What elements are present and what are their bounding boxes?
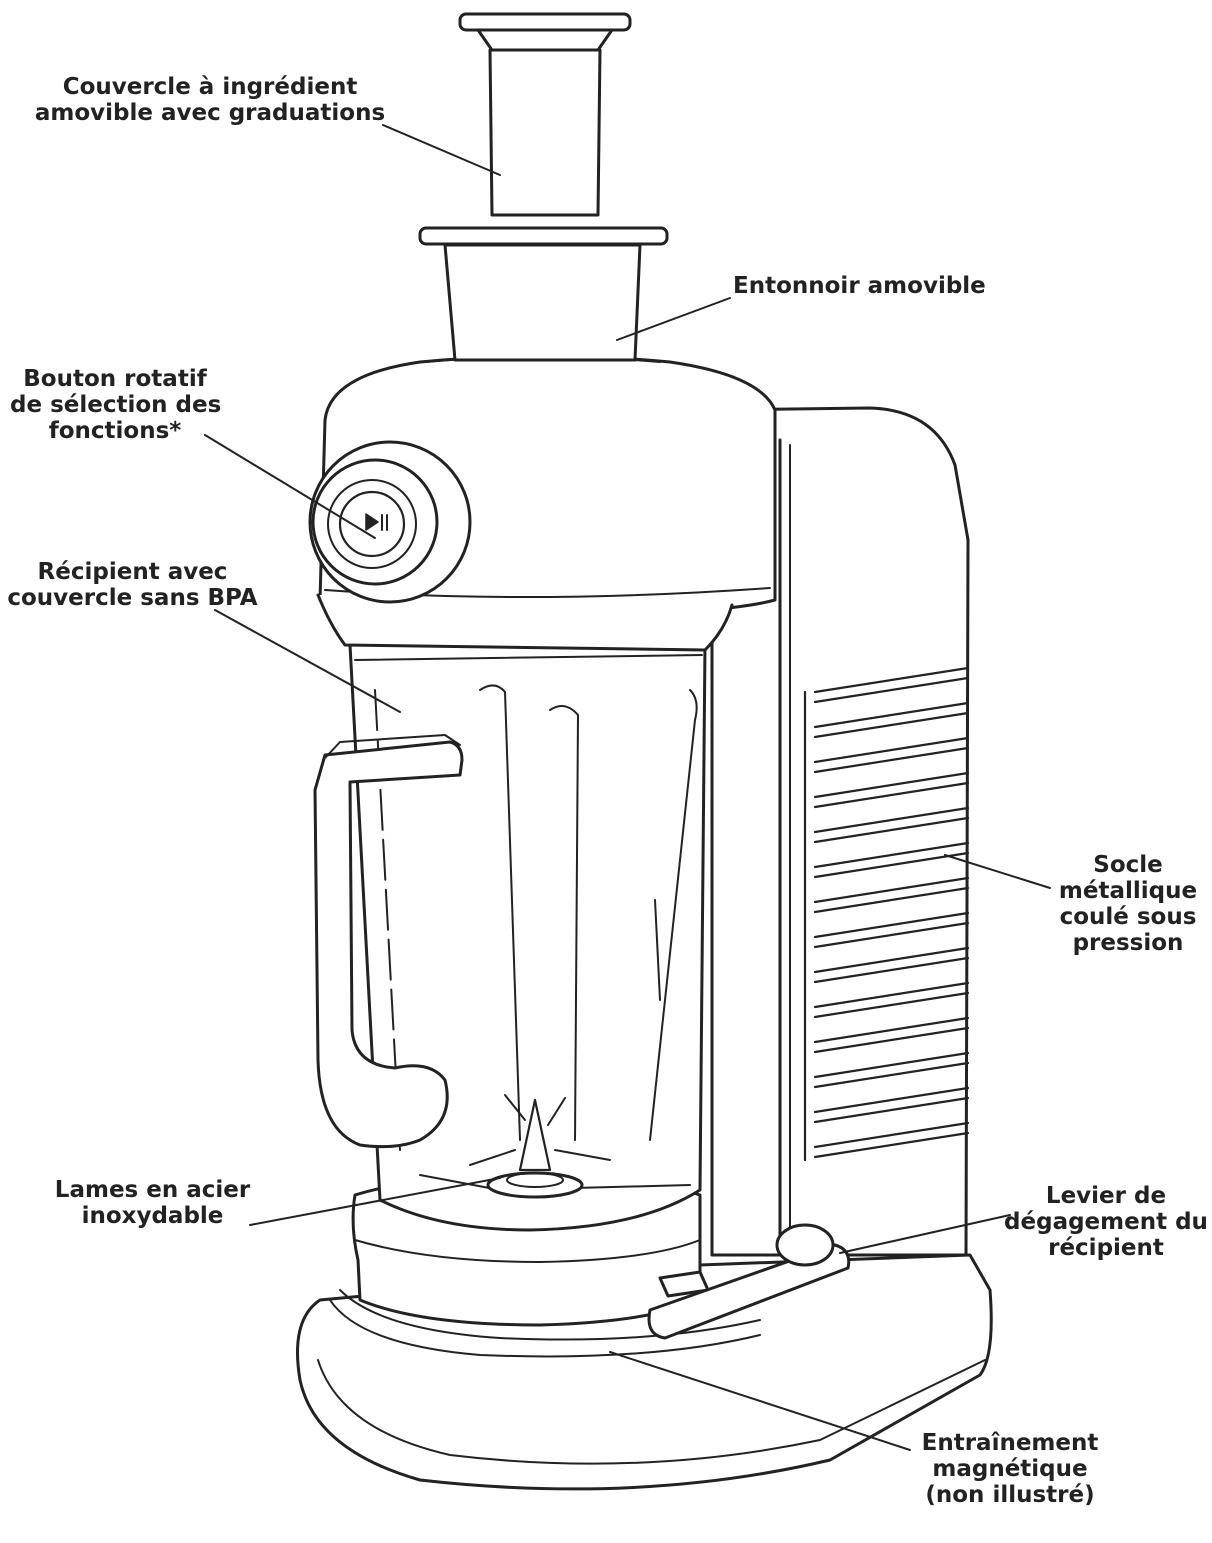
label-bpa-free-pitcher: Récipient avec couvercle sans BPA	[0, 559, 265, 611]
label-magnetic-drive: Entraînement magnétique (non illustré)	[910, 1430, 1110, 1508]
label-line: de sélection des	[10, 392, 222, 418]
label-removable-funnel: Entonnoir amovible	[733, 273, 986, 299]
label-line: Couvercle à ingrédient	[62, 74, 358, 100]
label-function-dial: Bouton rotatif de sélection des fonction…	[10, 366, 222, 444]
label-line: Lames en acier	[54, 1177, 251, 1203]
label-line: (non illustré)	[925, 1482, 1095, 1508]
leader-lines	[204, 124, 1051, 1451]
label-pitcher-release-lever: Levier de dégagement du récipient	[1000, 1183, 1212, 1261]
label-die-cast-base: Socle métallique coulé sous pression	[1048, 852, 1208, 956]
label-line: Levier de	[1045, 1183, 1167, 1209]
pitcher-handle	[313, 734, 464, 1149]
label-line: métallique	[1058, 878, 1198, 904]
label-line: Bouton rotatif	[23, 366, 207, 392]
label-line: Entonnoir amovible	[733, 273, 986, 299]
pitcher-release-lever	[647, 1223, 851, 1340]
label-stainless-blades: Lames en acier inoxydable	[40, 1177, 265, 1229]
leader-base	[944, 854, 1051, 889]
label-line: récipient	[1048, 1235, 1164, 1261]
label-line: amovible avec graduations	[34, 100, 386, 126]
stainless-steel-blades	[469, 1094, 611, 1199]
function-dial	[308, 440, 472, 604]
label-line: inoxydable	[81, 1203, 224, 1229]
leader-blades	[249, 1177, 501, 1226]
label-line: magnétique	[932, 1456, 1088, 1482]
label-line: fonctions*	[48, 418, 182, 444]
leader-pitcher	[214, 609, 401, 713]
base-vent-slats	[803, 666, 970, 1162]
label-ingredient-lid-insert: Couvercle à ingrédient amovible avec gra…	[30, 74, 390, 126]
ingredient-lid-insert	[458, 12, 632, 217]
leader-lever	[839, 1214, 1011, 1254]
removable-funnel	[418, 226, 669, 362]
label-line: coulé sous	[1059, 904, 1197, 930]
label-line: couvercle sans BPA	[7, 585, 258, 611]
label-line: dégagement du	[1004, 1209, 1208, 1235]
leader-funnel	[616, 297, 731, 341]
play-pause-icon	[365, 513, 388, 531]
label-line: Entraînement	[921, 1430, 1099, 1456]
label-line: pression	[1072, 930, 1184, 956]
leader-lid-insert	[382, 124, 501, 176]
label-line: Socle	[1093, 852, 1163, 878]
leader-drive	[609, 1351, 911, 1451]
label-line: Récipient avec	[37, 559, 228, 585]
leader-dial	[204, 434, 376, 539]
